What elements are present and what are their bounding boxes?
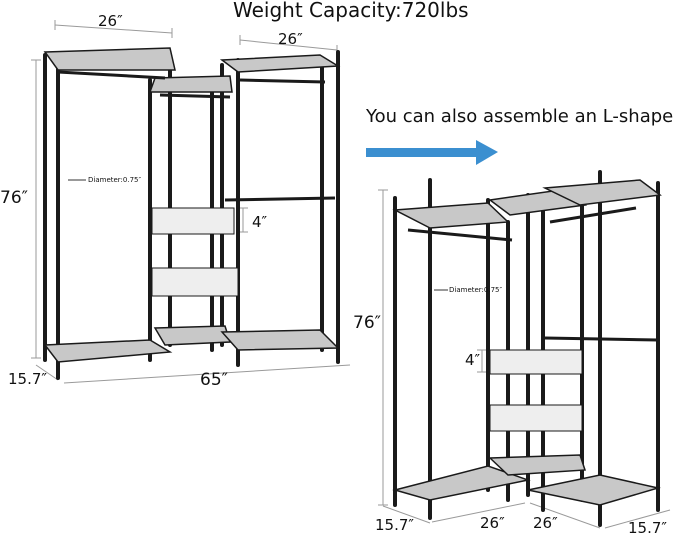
bottom-shelves bbox=[43, 325, 340, 363]
bottom-shelves bbox=[392, 454, 661, 506]
l-shape-rack bbox=[378, 170, 671, 529]
baskets bbox=[489, 349, 583, 432]
top-shelves bbox=[43, 47, 341, 93]
weight-capacity-title: Weight Capacity:720lbs bbox=[233, 0, 469, 22]
dim-top-left-width: 26″ bbox=[98, 12, 123, 30]
straight-rack bbox=[31, 20, 351, 384]
top-shelves bbox=[392, 179, 662, 229]
l-dim-width-right: 26″ bbox=[533, 514, 558, 532]
dimension-lines bbox=[378, 189, 671, 529]
hanging-rods bbox=[407, 206, 659, 342]
dim-top-right-width: 26″ bbox=[278, 30, 303, 48]
l-dim-width-left: 26″ bbox=[480, 514, 505, 532]
l-dim-basket-height: 4″ bbox=[465, 351, 481, 369]
dim-height: 76″ bbox=[0, 188, 28, 208]
dim-total-width: 65″ bbox=[200, 370, 228, 390]
l-dim-depth-right: 15.7″ bbox=[628, 519, 668, 537]
dim-pole-diameter: Diameter:0.75″ bbox=[88, 176, 142, 184]
baskets bbox=[151, 207, 239, 297]
arrow-right-icon bbox=[366, 140, 498, 165]
dim-depth: 15.7″ bbox=[8, 370, 48, 388]
l-dim-depth-left: 15.7″ bbox=[375, 516, 415, 534]
hanging-rods bbox=[57, 70, 336, 202]
dim-basket-height: 4″ bbox=[252, 213, 268, 231]
l-dim-height: 76″ bbox=[353, 313, 381, 333]
poles bbox=[43, 50, 340, 380]
l-shape-caption: You can also assemble an L-shape bbox=[366, 106, 674, 127]
l-dim-pole-diameter: Diameter:0.75″ bbox=[449, 286, 503, 294]
